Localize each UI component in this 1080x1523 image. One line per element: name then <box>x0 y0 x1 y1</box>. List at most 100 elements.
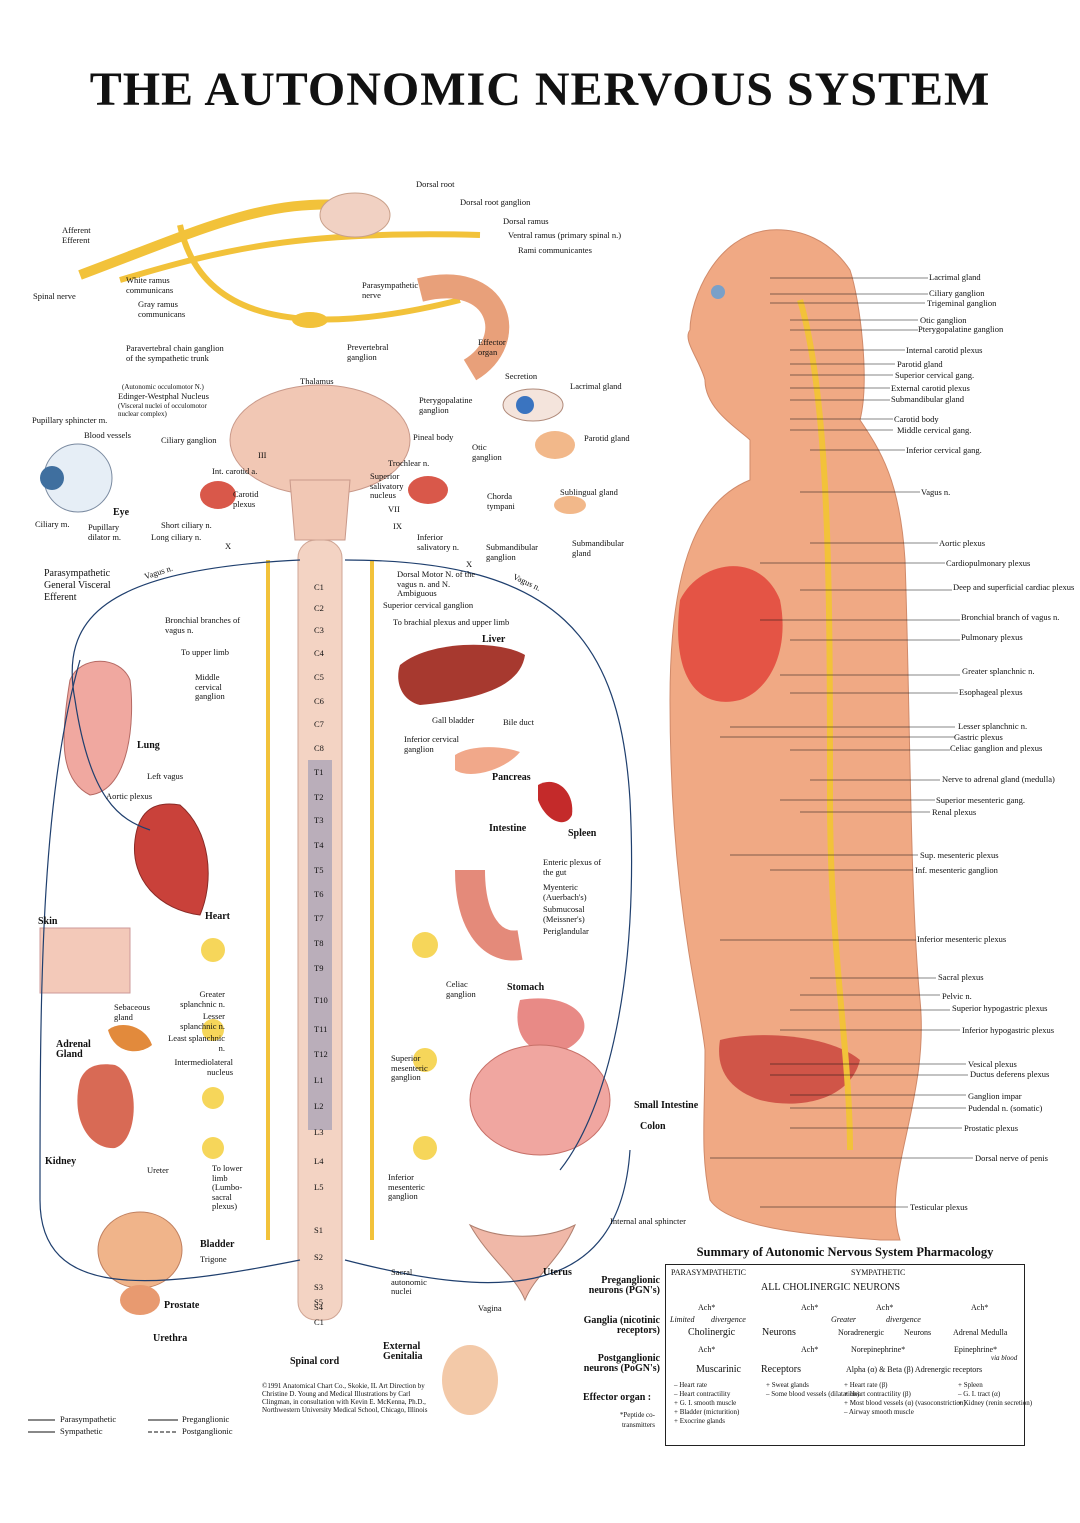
label-dorsal-root-ganglion: Dorsal root ganglion <box>460 198 530 208</box>
label-trochlear: Trochlear n. <box>388 459 429 469</box>
label-spinal-nerve: Spinal nerve <box>33 292 76 302</box>
summary-ach-3: Ach* <box>876 1303 893 1312</box>
label-ganglia: Ganglia (nicotinic receptors) <box>560 1316 660 1335</box>
label-cn-x-left: X <box>225 542 231 552</box>
label-prostate: Prostate <box>164 1301 199 1311</box>
legend-parasympathetic: Parasympathetic <box>60 1414 116 1424</box>
summary-muscarinic: Muscarinic <box>696 1364 741 1375</box>
label-gall-bladder: Gall bladder <box>432 716 474 726</box>
label-enteric: Enteric plexus of the gut <box>543 858 613 877</box>
credit-text: ©1991 Anatomical Chart Co., Skokie, IL A… <box>262 1382 432 1414</box>
label-blood-vessels: Blood vessels <box>84 431 131 441</box>
label-carotid-plexus: Carotid plexus <box>233 490 273 509</box>
label-inf-salivatory: Inferior salivatory n. <box>417 533 472 552</box>
summary-effect-line: – Heart contractility <box>674 1390 739 1399</box>
cord-segment-label: C2 <box>314 604 324 614</box>
summary-norepi: Norepinephrine* <box>851 1345 905 1354</box>
body-label: Superior mesenteric gang. <box>936 796 1025 806</box>
body-label: Pudendal n. (somatic) <box>968 1104 1042 1114</box>
label-thalamus: Thalamus <box>300 377 334 387</box>
summary-neurons-1: Neurons <box>762 1327 796 1338</box>
label-eye: Eye <box>113 508 129 518</box>
label-bile-duct: Bile duct <box>503 718 534 728</box>
legend-sympathetic: Sympathetic <box>60 1426 103 1436</box>
label-intestine: Intestine <box>489 824 526 834</box>
body-label: Prostatic plexus <box>964 1124 1018 1134</box>
summary-cholinergic: Cholinergic <box>688 1327 735 1338</box>
label-sebaceous: Sebaceous gland <box>114 1003 164 1022</box>
label-spinal-cord: Spinal cord <box>290 1357 339 1367</box>
body-label: Parotid gland <box>897 360 943 370</box>
body-label: Pterygopalatine ganglion <box>918 325 1003 335</box>
body-label: Trigeminal ganglion <box>927 299 996 309</box>
body-label: Superior cervical gang. <box>895 371 974 381</box>
label-kidney: Kidney <box>45 1157 76 1167</box>
body-label: Carotid body <box>894 415 939 425</box>
label-para-general: Parasympathetic General Visceral Efferen… <box>44 568 129 604</box>
label-sup-mesenteric: Superior mesenteric ganglion <box>391 1054 436 1083</box>
cord-segment-label: C4 <box>314 649 324 659</box>
label-external-genitalia: External Genitalia <box>383 1342 438 1361</box>
label-small-intestine: Small Intestine <box>634 1101 698 1111</box>
summary-effect-line: + Spleen <box>958 1381 1032 1390</box>
label-middle-cervical: Middle cervical ganglion <box>195 673 245 702</box>
summary-receptors: Receptors <box>761 1364 801 1375</box>
label-lesser-splanchnic: Lesser splanchnic n. <box>165 1012 225 1031</box>
summary-effect-line: – G. I. tract (α) <box>958 1390 1032 1399</box>
cord-segment-label: L3 <box>314 1128 323 1138</box>
label-cn-ix: IX <box>393 522 402 532</box>
label-pupillary-dilator: Pupillary dilator m. <box>88 523 133 542</box>
summary-via-blood: via blood <box>991 1354 1017 1362</box>
cord-segment-label: C6 <box>314 697 324 707</box>
cord-segment-label: L4 <box>314 1157 323 1167</box>
label-submandibular-gland: Submandibular gland <box>572 539 637 558</box>
body-label: Ductus deferens plexus <box>970 1070 1049 1080</box>
body-label: Bronchial branch of vagus n. <box>961 613 1075 623</box>
label-submucosal: Submucosal (Meissner's) <box>543 905 613 924</box>
label-liver: Liver <box>482 635 505 645</box>
label-pterygopalatine: Pterygopalatine ganglion <box>419 396 489 415</box>
label-cn-iii: III <box>258 451 267 461</box>
cord-segment-label: T9 <box>314 964 323 974</box>
summary-col-3: + Heart rate (β)+ Heart contractility (β… <box>844 1381 966 1417</box>
label-postganglionic-pogn: Postganglionic neurons (PoGN's) <box>565 1354 660 1373</box>
label-adrenal-gland: Adrenal Gland <box>56 1040 101 1059</box>
cord-segment-label: T1 <box>314 768 323 778</box>
label-colon: Colon <box>640 1122 666 1132</box>
body-label: Renal plexus <box>932 808 976 818</box>
label-urethra: Urethra <box>153 1334 187 1344</box>
summary-col-4: + Spleen– G. I. tract (α)+ Kidney (renin… <box>958 1381 1032 1408</box>
label-stomach: Stomach <box>507 983 544 993</box>
legend-preganglionic: Preganglionic <box>182 1414 229 1424</box>
label-efferent: Efferent <box>62 236 90 246</box>
label-gray-ramus: Gray ramus communicans <box>138 300 208 319</box>
body-label: Inferior hypogastric plexus <box>962 1026 1075 1036</box>
label-periglandular: Periglandular <box>543 927 589 937</box>
label-effector-organ: Effector organ <box>478 338 518 357</box>
cord-segment-label: T4 <box>314 841 323 851</box>
summary-divergence-2: divergence <box>886 1315 921 1324</box>
summary-effect-line: + Bladder (micturition) <box>674 1408 739 1417</box>
body-label: Sup. mesenteric plexus <box>920 851 999 861</box>
pharmacology-summary: Summary of Autonomic Nervous System Phar… <box>665 1245 1025 1446</box>
label-bladder: Bladder <box>200 1240 234 1250</box>
cord-segment-label: S1 <box>314 1226 323 1236</box>
body-label: Superior hypogastric plexus <box>952 1004 1075 1014</box>
label-left-vagus: Left vagus <box>147 772 183 782</box>
label-inf-mesenteric: Inferior mesenteric ganglion <box>388 1173 433 1202</box>
summary-title: Summary of Autonomic Nervous System Phar… <box>665 1245 1025 1260</box>
summary-all-cholinergic: ALL CHOLINERGIC NEURONS <box>761 1282 900 1293</box>
legend-postganglionic: Postganglionic <box>182 1426 233 1436</box>
cord-segment-label: T7 <box>314 914 323 924</box>
body-label: Middle cervical gang. <box>897 426 971 436</box>
summary-effect-line: – Heart rate <box>674 1381 739 1390</box>
label-preganglionic-pgn: Preganglionic neurons (PGN's) <box>575 1276 660 1295</box>
label-trigone: Trigone <box>200 1255 227 1265</box>
body-label: Vagus n. <box>921 488 950 498</box>
cord-segment-label: C1 <box>314 1318 324 1328</box>
summary-effect-line: + Exocrine glands <box>674 1417 739 1426</box>
label-least-splanchnic: Least splanchnic n. <box>165 1034 225 1053</box>
label-vagina: Vagina <box>478 1304 502 1314</box>
label-lacrimal-gland: Lacrimal gland <box>570 382 622 392</box>
cord-segment-label: T11 <box>314 1025 327 1035</box>
